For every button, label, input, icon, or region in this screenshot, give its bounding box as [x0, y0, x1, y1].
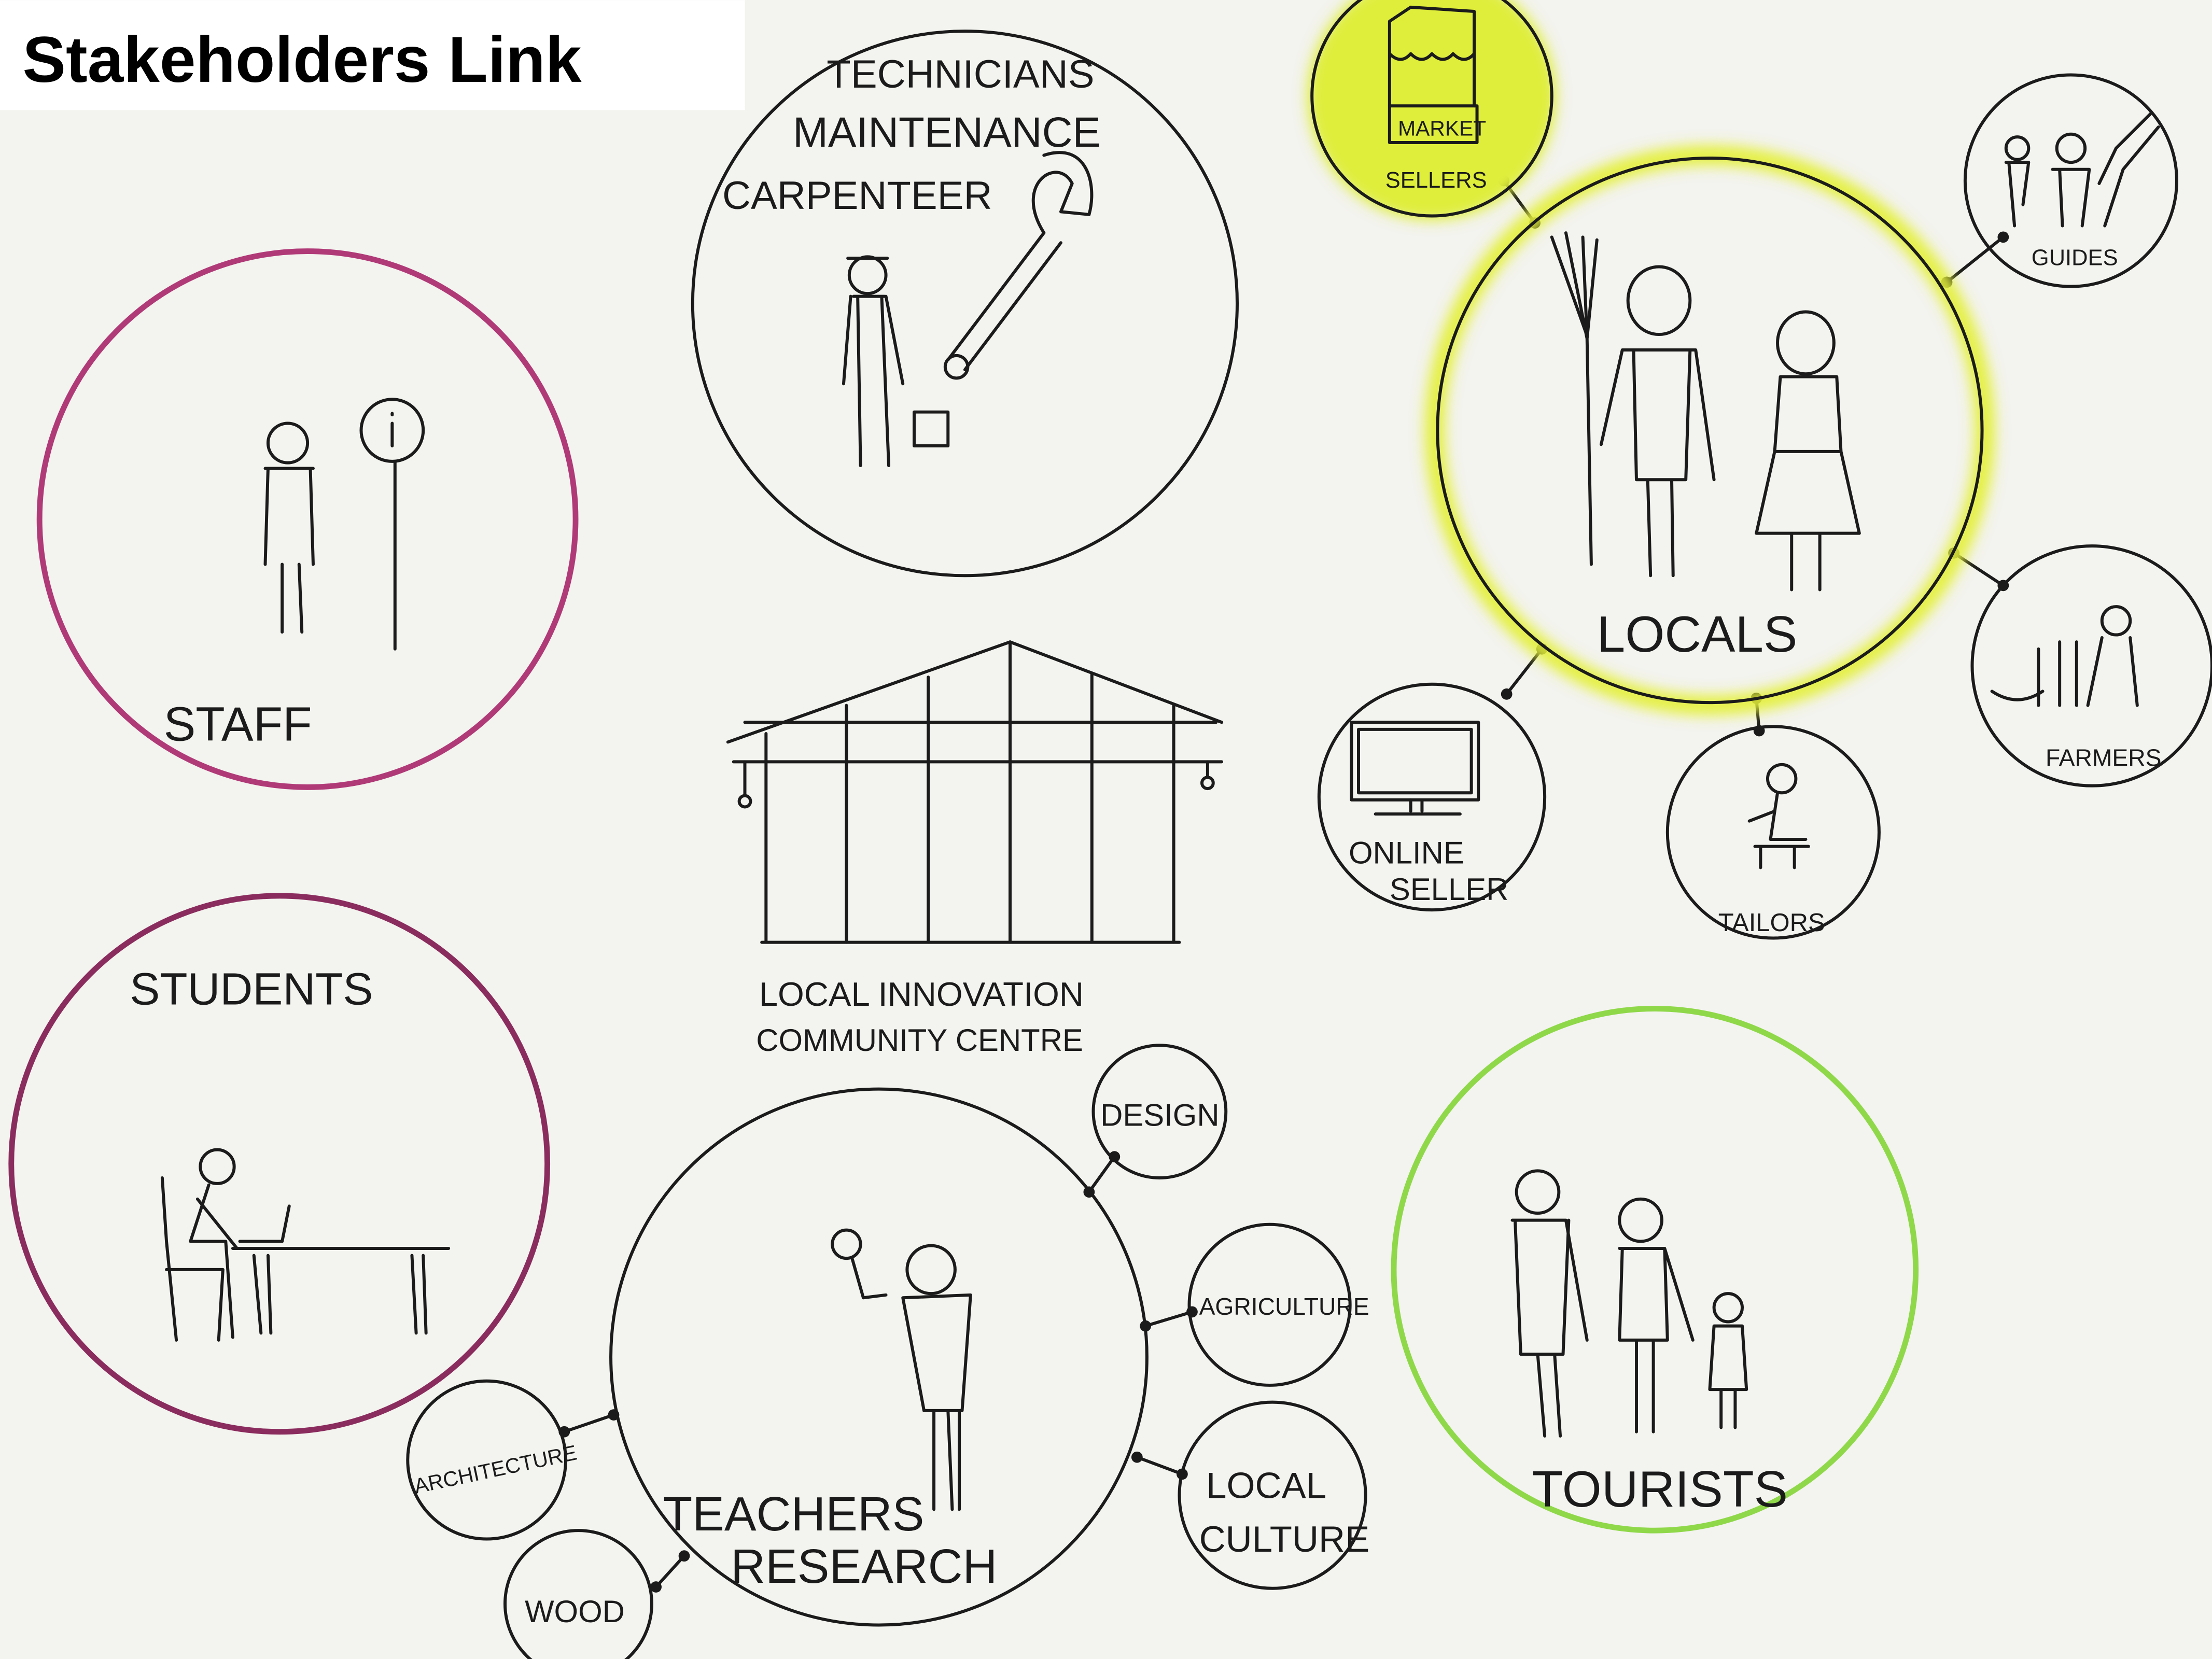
- farmers-circle: [1970, 544, 2212, 788]
- teachers-label: TEACHERS: [663, 1487, 925, 1541]
- wood-circle: [503, 1529, 653, 1659]
- locals-glow: [1424, 145, 1995, 715]
- technicians-circle: [691, 30, 1239, 578]
- tailors-circle: [1665, 725, 1881, 940]
- guides-circle: [1963, 73, 2178, 288]
- tourists-label: TOURISTS: [1532, 1460, 1788, 1517]
- locals-group: LOCALS: [1424, 145, 2009, 737]
- title-box: Stakeholders Link: [0, 0, 745, 110]
- tourists-circle: [1391, 1006, 1919, 1534]
- market-sellers-node: MARKET SELLERS: [1308, 0, 1556, 220]
- staff-circle: [36, 248, 579, 790]
- centre-name-line2: COMMUNITY CENTRE: [756, 1023, 1083, 1058]
- agriculture-circle: [1187, 1222, 1352, 1387]
- teachers-group: TEACHERS RESEARCH: [558, 1087, 1198, 1627]
- locals-figures-icon: [1550, 231, 1861, 592]
- agriculture-label: AGRICULTURE: [1199, 1293, 1369, 1320]
- online-seller-node: ONLINE SELLER: [1317, 682, 1547, 912]
- market-label: MARKET: [1398, 116, 1486, 140]
- online-label: ONLINE: [1349, 835, 1464, 870]
- guides-label: GUIDES: [2032, 246, 2118, 271]
- tourist-family-icon: [1510, 1169, 1748, 1438]
- online-seller-circle: [1317, 682, 1547, 912]
- market-sellers-circle: [1310, 0, 1553, 218]
- market-sellers-glow: [1308, 0, 1556, 220]
- market-stall-icon: [1388, 5, 1479, 145]
- page-title: Stakeholders Link: [23, 23, 582, 96]
- agriculture-node: AGRICULTURE: [1187, 1222, 1369, 1387]
- design-node: DESIGN: [1091, 1044, 1228, 1179]
- wood-node: WOOD: [503, 1529, 653, 1659]
- culture-label: CULTURE: [1199, 1519, 1370, 1559]
- students-group: STUDENTS: [8, 893, 551, 1435]
- wrench-icon: [943, 151, 1094, 380]
- teachers-circle: [609, 1087, 1149, 1627]
- teachers-connectors: [563, 1155, 1194, 1588]
- staff-figure-icon: [263, 421, 315, 634]
- students-circle: [8, 893, 551, 1435]
- technician-figure-icon: [842, 255, 950, 468]
- seller-label: SELLER: [1390, 872, 1509, 907]
- maintenance-label: MAINTENANCE: [793, 109, 1101, 156]
- tailors-node: TAILORS: [1665, 725, 1881, 940]
- locals-circle: [1436, 156, 1984, 705]
- architecture-circle: [406, 1379, 567, 1541]
- farmers-label: FARMERS: [2046, 744, 2162, 771]
- sellers-label: SELLERS: [1385, 168, 1487, 193]
- students-label: STUDENTS: [130, 964, 373, 1014]
- researcher-with-magnifier-icon: [831, 1228, 972, 1511]
- community-centre-building-icon: [726, 640, 1224, 944]
- tailors-label: TAILORS: [1718, 909, 1825, 937]
- carpenteer-label: CARPENTEER: [722, 174, 992, 218]
- research-label: RESEARCH: [731, 1539, 997, 1593]
- locals-label: LOCALS: [1597, 606, 1798, 663]
- guides-node: GUIDES: [1963, 73, 2178, 288]
- tourists-group: TOURISTS: [1391, 1006, 1919, 1534]
- technicians-label: TECHNICIANS: [827, 52, 1094, 96]
- tailor-figure-icon: [1747, 763, 1810, 869]
- centre-name-line1: LOCAL INNOVATION: [759, 975, 1084, 1013]
- local-culture-node: LOCAL CULTURE: [1178, 1400, 1370, 1590]
- wood-label: WOOD: [525, 1594, 625, 1629]
- computer-monitor-icon: [1350, 721, 1480, 816]
- student-at-desk-icon: [160, 1148, 451, 1342]
- community-centre: LOCAL INNOVATION COMMUNITY CENTRE: [726, 640, 1224, 1058]
- design-label: DESIGN: [1100, 1098, 1219, 1132]
- local-culture-circle: [1178, 1400, 1367, 1590]
- technicians-group: TECHNICIANS MAINTENANCE CARPENTEER: [691, 30, 1239, 578]
- design-circle: [1091, 1044, 1228, 1179]
- farmers-node: FARMERS: [1970, 544, 2212, 788]
- farmers-icon: [1990, 605, 2139, 707]
- guides-figures-icon: [2004, 111, 2160, 228]
- staff-label: STAFF: [164, 697, 312, 751]
- staff-group: STAFF: [36, 248, 579, 790]
- local-label: LOCAL: [1206, 1465, 1326, 1506]
- info-sign-icon: [359, 398, 425, 651]
